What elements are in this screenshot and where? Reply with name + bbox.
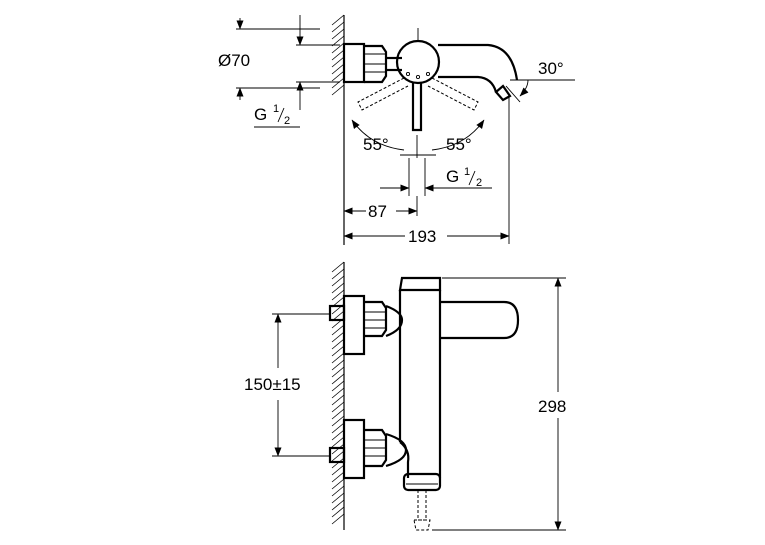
centres-label: 150±15 bbox=[244, 375, 301, 394]
wall-hatch-line bbox=[331, 436, 345, 448]
wall-hatch-line bbox=[331, 352, 345, 364]
angle-30-label: 30° bbox=[538, 59, 564, 78]
wall-hatch-line bbox=[331, 464, 345, 476]
wall-hatch-line bbox=[331, 42, 345, 54]
thread-main-left: G bbox=[254, 105, 267, 124]
thread-num-bottom: 1 bbox=[464, 166, 470, 178]
wall-hatch-line bbox=[331, 275, 345, 287]
wall-hatch-line bbox=[331, 282, 345, 294]
total-length-label: 193 bbox=[408, 227, 436, 246]
wall-hatch-line bbox=[331, 324, 345, 336]
mixer-body-side bbox=[398, 276, 520, 531]
wall-hatch-line bbox=[331, 14, 345, 26]
wall-hatch-line bbox=[331, 268, 345, 280]
thread-label-left: G 1 2 bbox=[254, 103, 300, 128]
diameter-dimension: Ø70 bbox=[218, 15, 340, 110]
thread-main-bottom: G bbox=[446, 167, 459, 186]
wall-hatch-line bbox=[331, 77, 345, 89]
lower-connection bbox=[328, 418, 408, 480]
wall-hatch-line bbox=[331, 429, 345, 441]
wall-hatch-line bbox=[331, 331, 345, 343]
top-view: Ø70 G 1 2 30° 55° 55° bbox=[218, 14, 575, 246]
wall-hatch-line bbox=[331, 56, 345, 68]
total-length-dimension: 193 bbox=[343, 96, 510, 246]
wall-hatch-line bbox=[331, 415, 345, 427]
wall-hatch-line bbox=[331, 21, 345, 33]
wall-hatch-line bbox=[331, 471, 345, 483]
angle-55-left-label: 55° bbox=[363, 135, 389, 154]
wall-hatch-line bbox=[331, 84, 345, 96]
wall-hatch-line bbox=[331, 485, 345, 497]
mixer-body-top bbox=[395, 28, 441, 158]
thread-label-bottom: G 1 2 bbox=[380, 158, 492, 196]
rosette-top bbox=[342, 42, 402, 84]
centres-dimension: 150±15 bbox=[244, 313, 330, 457]
height-dimension: 298 bbox=[432, 277, 566, 531]
wall-hatch-line bbox=[331, 63, 345, 75]
wall-hatch-line bbox=[331, 450, 345, 462]
thread-den-bottom: 2 bbox=[476, 177, 482, 189]
angle-30-dimension: 30° bbox=[505, 59, 575, 103]
wall-hatch-line bbox=[331, 422, 345, 434]
thread-den-left: 2 bbox=[284, 115, 290, 127]
wall-hatch-line bbox=[331, 394, 345, 406]
wall-hatch-line bbox=[331, 492, 345, 504]
spout-top bbox=[438, 43, 519, 102]
wall-hatch-line bbox=[331, 359, 345, 371]
thread-num-left: 1 bbox=[273, 103, 279, 115]
wall-hatch-line bbox=[331, 70, 345, 82]
wall-hatch-line bbox=[331, 338, 345, 350]
wall-hatch-line bbox=[331, 506, 345, 518]
wall-hatch-line bbox=[331, 373, 345, 385]
wall-hatch-line bbox=[331, 28, 345, 40]
angle-55-right-label: 55° bbox=[446, 135, 472, 154]
projection-label: 87 bbox=[368, 202, 387, 221]
upper-connection bbox=[328, 294, 404, 356]
wall-hatch-line bbox=[331, 513, 345, 525]
wall-side bbox=[331, 261, 345, 530]
wall-hatch-line bbox=[331, 366, 345, 378]
wall-hatch-line bbox=[331, 499, 345, 511]
wall-hatch-line bbox=[331, 478, 345, 490]
lever-swivel-positions bbox=[357, 77, 479, 111]
wall-top bbox=[331, 14, 345, 245]
wall-hatch-line bbox=[331, 261, 345, 273]
wall-hatch-line bbox=[331, 49, 345, 61]
wall-hatch-line bbox=[331, 345, 345, 357]
wall-hatch-line bbox=[331, 35, 345, 47]
height-label: 298 bbox=[538, 397, 566, 416]
wall-hatch-line bbox=[331, 380, 345, 392]
wall-hatch-line bbox=[331, 387, 345, 399]
angle-55-dimensions: 55° 55° bbox=[351, 119, 485, 156]
wall-hatch-line bbox=[331, 289, 345, 301]
side-view: 150±15 298 bbox=[244, 261, 566, 531]
projection-dimension: 87 bbox=[343, 196, 418, 221]
wall-hatch-line bbox=[331, 408, 345, 420]
diameter-label: Ø70 bbox=[218, 51, 250, 70]
wall-hatch-line bbox=[331, 401, 345, 413]
